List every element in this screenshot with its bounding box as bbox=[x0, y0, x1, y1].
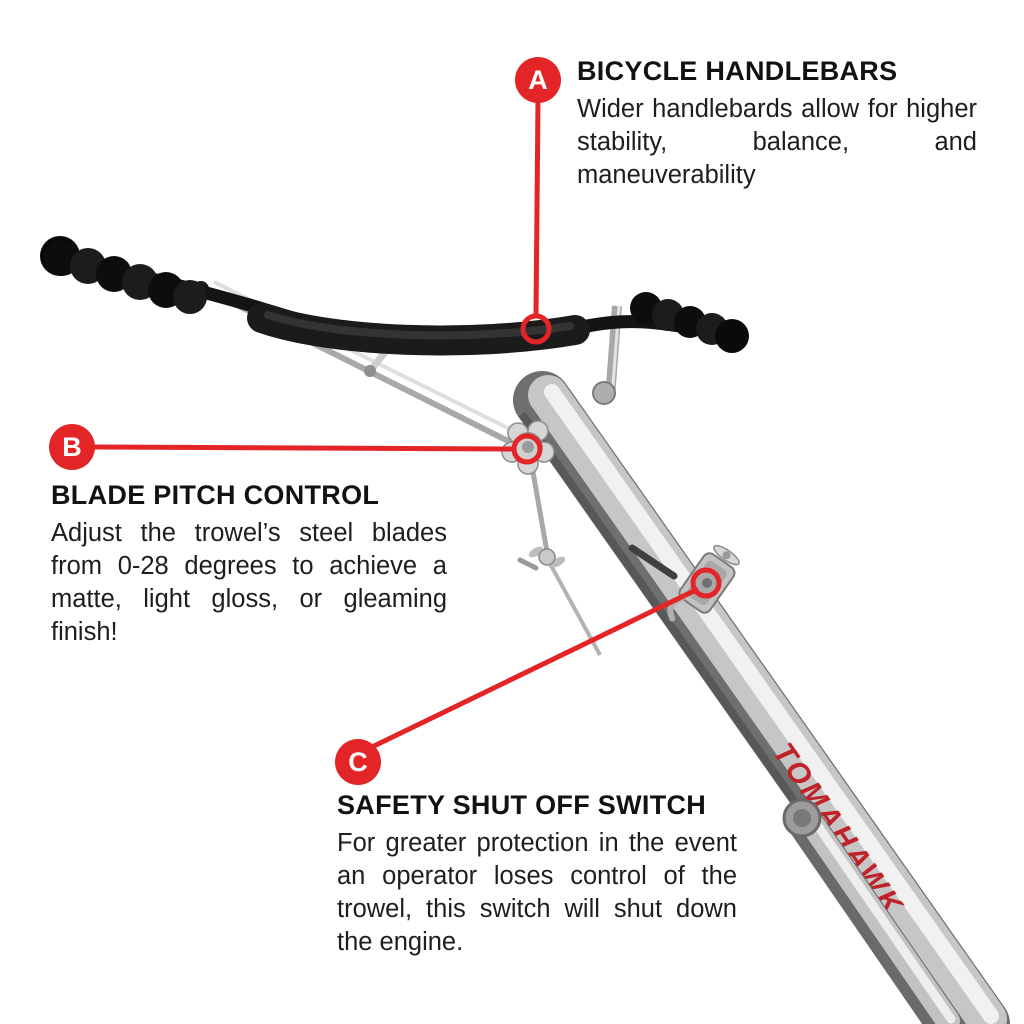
callout-a-target-ring bbox=[520, 313, 552, 345]
handlebar bbox=[40, 236, 749, 356]
callout-b-line bbox=[92, 444, 514, 452]
callout-a-text: BICYCLE HANDLEBARS Wider handlebards all… bbox=[577, 56, 977, 192]
callout-b-badge: B bbox=[49, 424, 95, 470]
callout-c-body: For greater protection in the event an o… bbox=[337, 829, 737, 956]
callout-c-badge: C bbox=[335, 739, 381, 785]
callout-a-title: BICYCLE HANDLEBARS bbox=[577, 56, 898, 86]
callout-b-target-ring bbox=[511, 433, 543, 465]
callout-c-line bbox=[370, 586, 700, 750]
callout-lines bbox=[92, 99, 722, 750]
callout-b-body: Adjust the trowel’s steel blades from 0-… bbox=[51, 519, 447, 646]
callout-b-text: BLADE PITCH CONTROL Adjust the trowel’s … bbox=[51, 480, 447, 649]
callout-c-letter: C bbox=[348, 746, 368, 777]
callout-c-text: SAFETY SHUT OFF SWITCH For greater prote… bbox=[337, 790, 737, 959]
callout-c-target-ring bbox=[690, 567, 722, 599]
callout-a-badge: A bbox=[515, 57, 561, 103]
lower-pipe bbox=[782, 798, 962, 1024]
callout-c-title: SAFETY SHUT OFF SWITCH bbox=[337, 790, 707, 820]
callout-a-letter: A bbox=[528, 64, 548, 95]
callout-b-title: BLADE PITCH CONTROL bbox=[51, 480, 380, 510]
callout-a-line bbox=[533, 99, 541, 316]
callout-a-body: Wider handlebards allow for higher stabi… bbox=[577, 95, 977, 189]
callout-b-letter: B bbox=[62, 431, 82, 462]
